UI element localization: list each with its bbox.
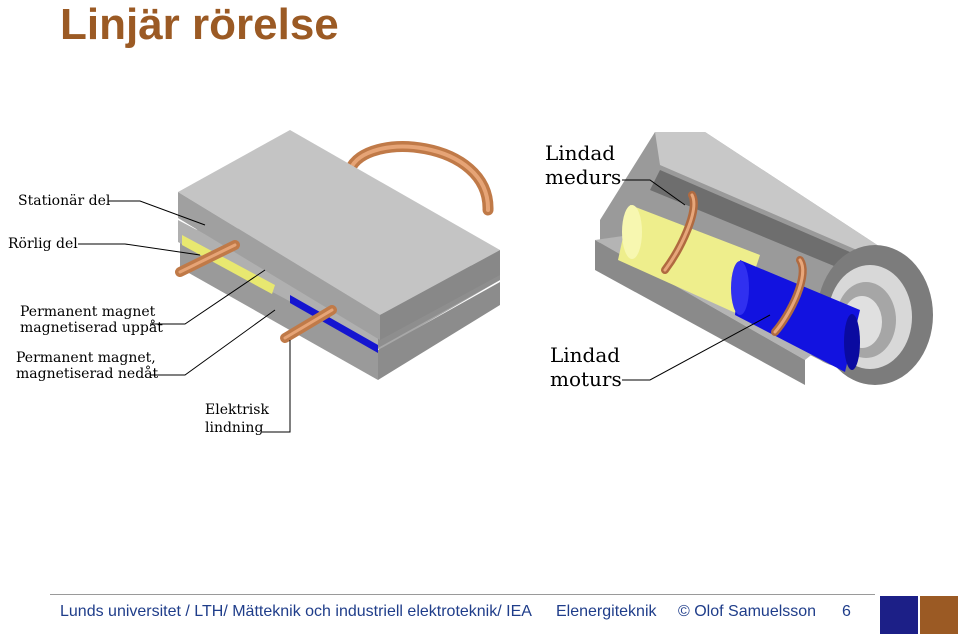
linear-motor-figure: Stationär del Rörlig del Permanent magne… <box>8 130 933 436</box>
label-winding-2: lindning <box>205 420 263 436</box>
flat-linear-motor: Stationär del Rörlig del Permanent magne… <box>8 130 500 436</box>
label-ccw-2: moturs <box>550 367 622 391</box>
footer-university: Lunds universitet / LTH/ Mätteknik och i… <box>60 603 532 620</box>
label-ccw-1: Lindad <box>550 343 620 367</box>
footer-brown-square <box>920 596 958 634</box>
footer-course: Elenergiteknik <box>556 603 657 620</box>
label-stationary: Stationär del <box>18 193 111 209</box>
label-magnet-down-1: Permanent magnet, <box>16 350 156 366</box>
label-magnet-down-2: magnetiserad nedåt <box>16 365 159 382</box>
footer-author: © Olof Samuelsson <box>678 603 817 620</box>
footer-blue-square <box>880 596 918 634</box>
slide-title: Linjär rörelse <box>60 0 339 49</box>
label-winding-1: Elektrisk <box>205 402 269 418</box>
label-cw-2: medurs <box>545 165 621 189</box>
footer-page-number: 6 <box>842 603 851 620</box>
label-magnet-up-2: magnetiserad uppåt <box>20 319 163 336</box>
label-moving: Rörlig del <box>8 236 78 252</box>
footer-divider <box>50 594 875 595</box>
label-magnet-up-1: Permanent magnet <box>20 304 156 320</box>
label-cw-1: Lindad <box>545 141 615 165</box>
tubular-linear-motor: Lindad medurs Lindad moturs <box>545 132 933 391</box>
